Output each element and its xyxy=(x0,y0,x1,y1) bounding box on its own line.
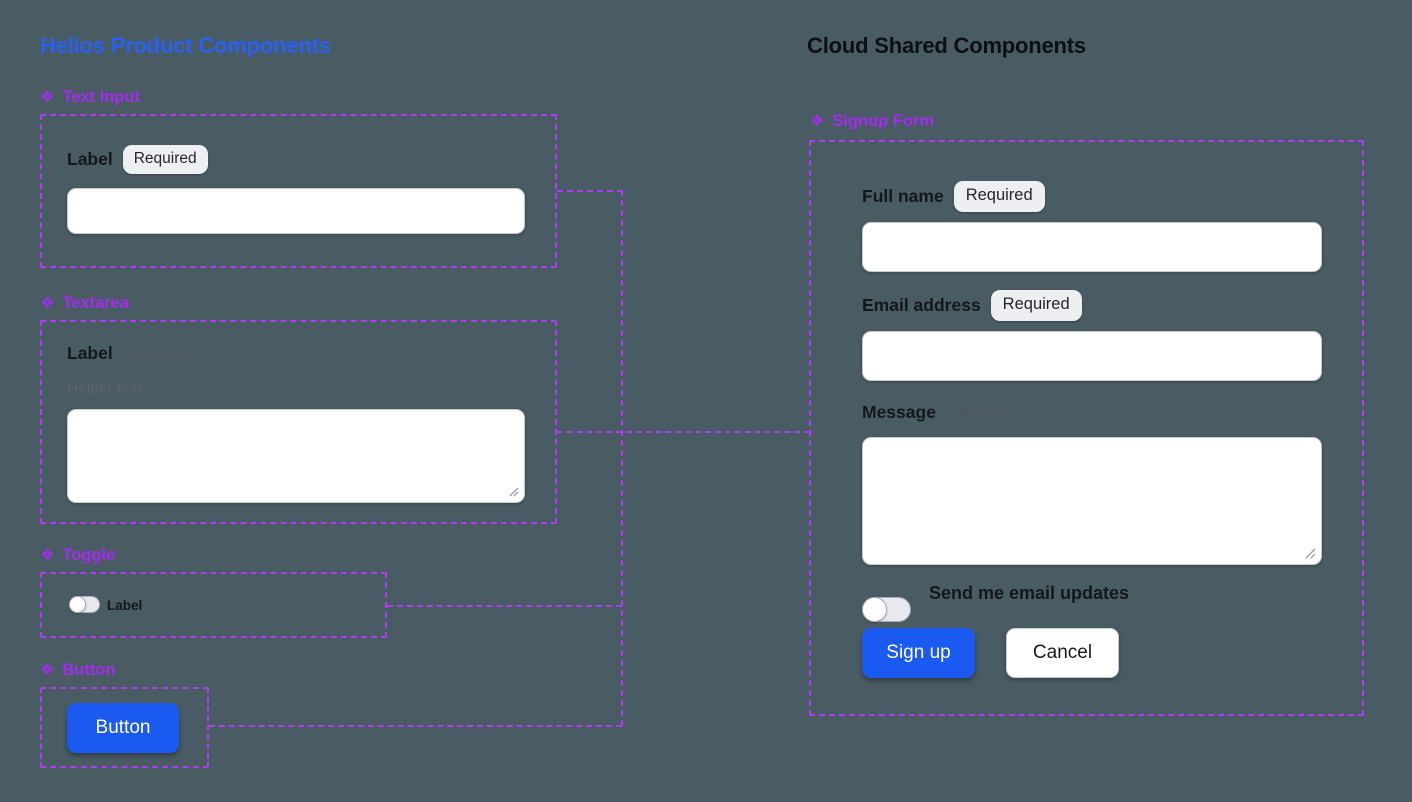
optional-hint: (Optional) xyxy=(122,344,196,362)
textarea-label: Label xyxy=(67,343,113,363)
toggle-component-outline xyxy=(40,572,387,638)
sign-up-button[interactable]: Sign up xyxy=(862,628,975,678)
signup-form-component-header: ❖ Signup Form xyxy=(810,112,934,131)
textarea-component-name: Textarea xyxy=(62,294,129,312)
message-label-row: Message (Optional) xyxy=(862,402,1018,423)
text-input-label: Label xyxy=(67,148,113,169)
email-input[interactable] xyxy=(862,331,1322,381)
email-updates-toggle[interactable] xyxy=(862,596,911,622)
signup-form-outline xyxy=(809,140,1364,716)
required-badge: Required xyxy=(990,290,1082,321)
component-diamond-icon: ❖ xyxy=(40,88,55,106)
left-panel-title: Helios Product Components xyxy=(40,33,331,58)
email-label: Email address xyxy=(862,294,981,315)
button-component-outline xyxy=(40,687,209,768)
textarea-component-header: ❖ Textarea xyxy=(40,294,129,313)
text-input-component-name: Text Input xyxy=(62,88,140,106)
email-updates-label: Send me email updates xyxy=(929,583,1130,603)
textarea-helper-text: Helper text xyxy=(67,380,142,397)
signup-form-component-name: Signup Form xyxy=(832,112,935,130)
required-badge: Required xyxy=(122,145,208,174)
toggle-knob[interactable] xyxy=(69,595,86,613)
text-input-label-row: Label Required xyxy=(67,145,208,174)
resize-grip-icon[interactable] xyxy=(1302,545,1316,559)
connector-toggle-to-channel xyxy=(387,605,622,607)
toggle-switch[interactable] xyxy=(69,595,100,613)
cancel-button[interactable]: Cancel xyxy=(1006,628,1119,678)
full-name-label-row: Full name Required xyxy=(862,181,1045,212)
required-badge: Required xyxy=(953,181,1045,212)
email-label-row: Email address Required xyxy=(862,290,1082,321)
component-diamond-icon: ❖ xyxy=(40,546,55,564)
text-input-field[interactable] xyxy=(67,188,525,234)
button-component-name: Button xyxy=(62,661,116,679)
toggle-component-name: Toggle xyxy=(62,546,116,564)
connector-vertical-channel xyxy=(621,190,623,726)
right-panel-title: Cloud Shared Components xyxy=(807,33,1086,58)
toggle-knob[interactable] xyxy=(862,596,887,622)
textarea-component-outline xyxy=(40,320,557,524)
toggle-label: Label xyxy=(107,598,143,613)
sample-button[interactable]: Button xyxy=(67,703,179,753)
button-component-header: ❖ Button xyxy=(40,661,116,680)
full-name-input[interactable] xyxy=(862,222,1322,272)
full-name-label: Full name xyxy=(862,185,944,206)
toggle-component-header: ❖ Toggle xyxy=(40,546,115,565)
textarea-field[interactable] xyxy=(67,409,525,503)
component-diamond-icon: ❖ xyxy=(40,661,55,679)
component-diamond-icon: ❖ xyxy=(40,294,55,312)
connector-textarea-to-form xyxy=(557,431,810,433)
resize-grip-icon[interactable] xyxy=(506,484,519,497)
message-label: Message xyxy=(862,402,936,422)
connector-button-to-channel xyxy=(209,725,622,727)
text-input-component-header: ❖ Text Input xyxy=(40,88,140,107)
text-input-component-outline xyxy=(40,114,557,268)
message-textarea[interactable] xyxy=(862,437,1322,565)
optional-hint: (Optional) xyxy=(945,403,1019,421)
connector-text-input-to-channel xyxy=(557,190,623,192)
textarea-label-row: Label (Optional) xyxy=(67,343,195,364)
component-diamond-icon: ❖ xyxy=(810,112,825,130)
